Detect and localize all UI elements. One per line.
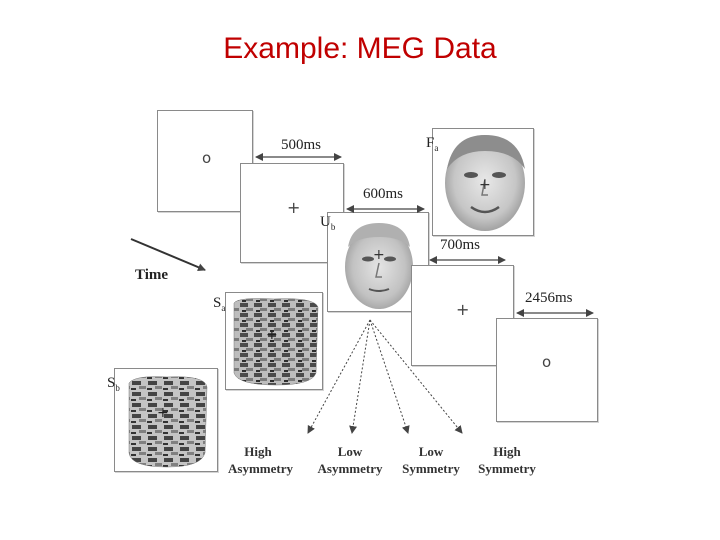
fixation-cross: + [287, 198, 301, 217]
category-high-asymmetry: High Asymmetry [228, 444, 293, 476]
duration-label-2: 600ms [363, 186, 404, 202]
face-b-image: + [345, 223, 413, 309]
svg-text:+: + [157, 405, 169, 421]
svg-text:+: + [479, 177, 491, 193]
category-arrow-2 [349, 319, 371, 434]
duration-label-4: 2456ms [525, 290, 573, 306]
face-a-label: Fa [426, 135, 439, 153]
duration-label-3: 700ms [440, 237, 481, 253]
scrambled-b-label: Sb [107, 375, 120, 393]
duration-label-1: 500ms [281, 137, 322, 153]
time-arrow [130, 238, 206, 271]
fixation-circle: o [202, 149, 212, 167]
frame-scrambled-a: + [225, 292, 323, 390]
fixation-circle: o [542, 353, 552, 371]
face-a-image: + [445, 135, 525, 231]
scrambled-a-label: Sa [213, 295, 226, 313]
category-high-symmetry: High Symmetry [478, 444, 536, 476]
scrambled-b-image: + [128, 376, 208, 468]
scrambled-a-image: + [233, 298, 319, 386]
svg-text:+: + [266, 327, 278, 343]
category-arrow-3 [369, 319, 410, 434]
frame-fixation-2: o [496, 318, 598, 422]
fixation-cross: + [456, 300, 470, 319]
category-low-symmetry: Low Symmetry [402, 444, 460, 476]
frame-scrambled-b: + [114, 368, 218, 472]
category-low-asymmetry: Low Asymmetry [317, 444, 383, 476]
svg-text:+: + [373, 247, 385, 263]
category-arrow-4 [369, 319, 463, 434]
time-axis-label: Time [135, 267, 169, 283]
face-b-label: Ub [320, 214, 336, 232]
category-arrow-1 [307, 319, 371, 434]
frame-fixation-1: o [157, 110, 253, 212]
frame-face-a: + [432, 128, 534, 236]
slide-title: Example: MEG Data [223, 32, 497, 65]
